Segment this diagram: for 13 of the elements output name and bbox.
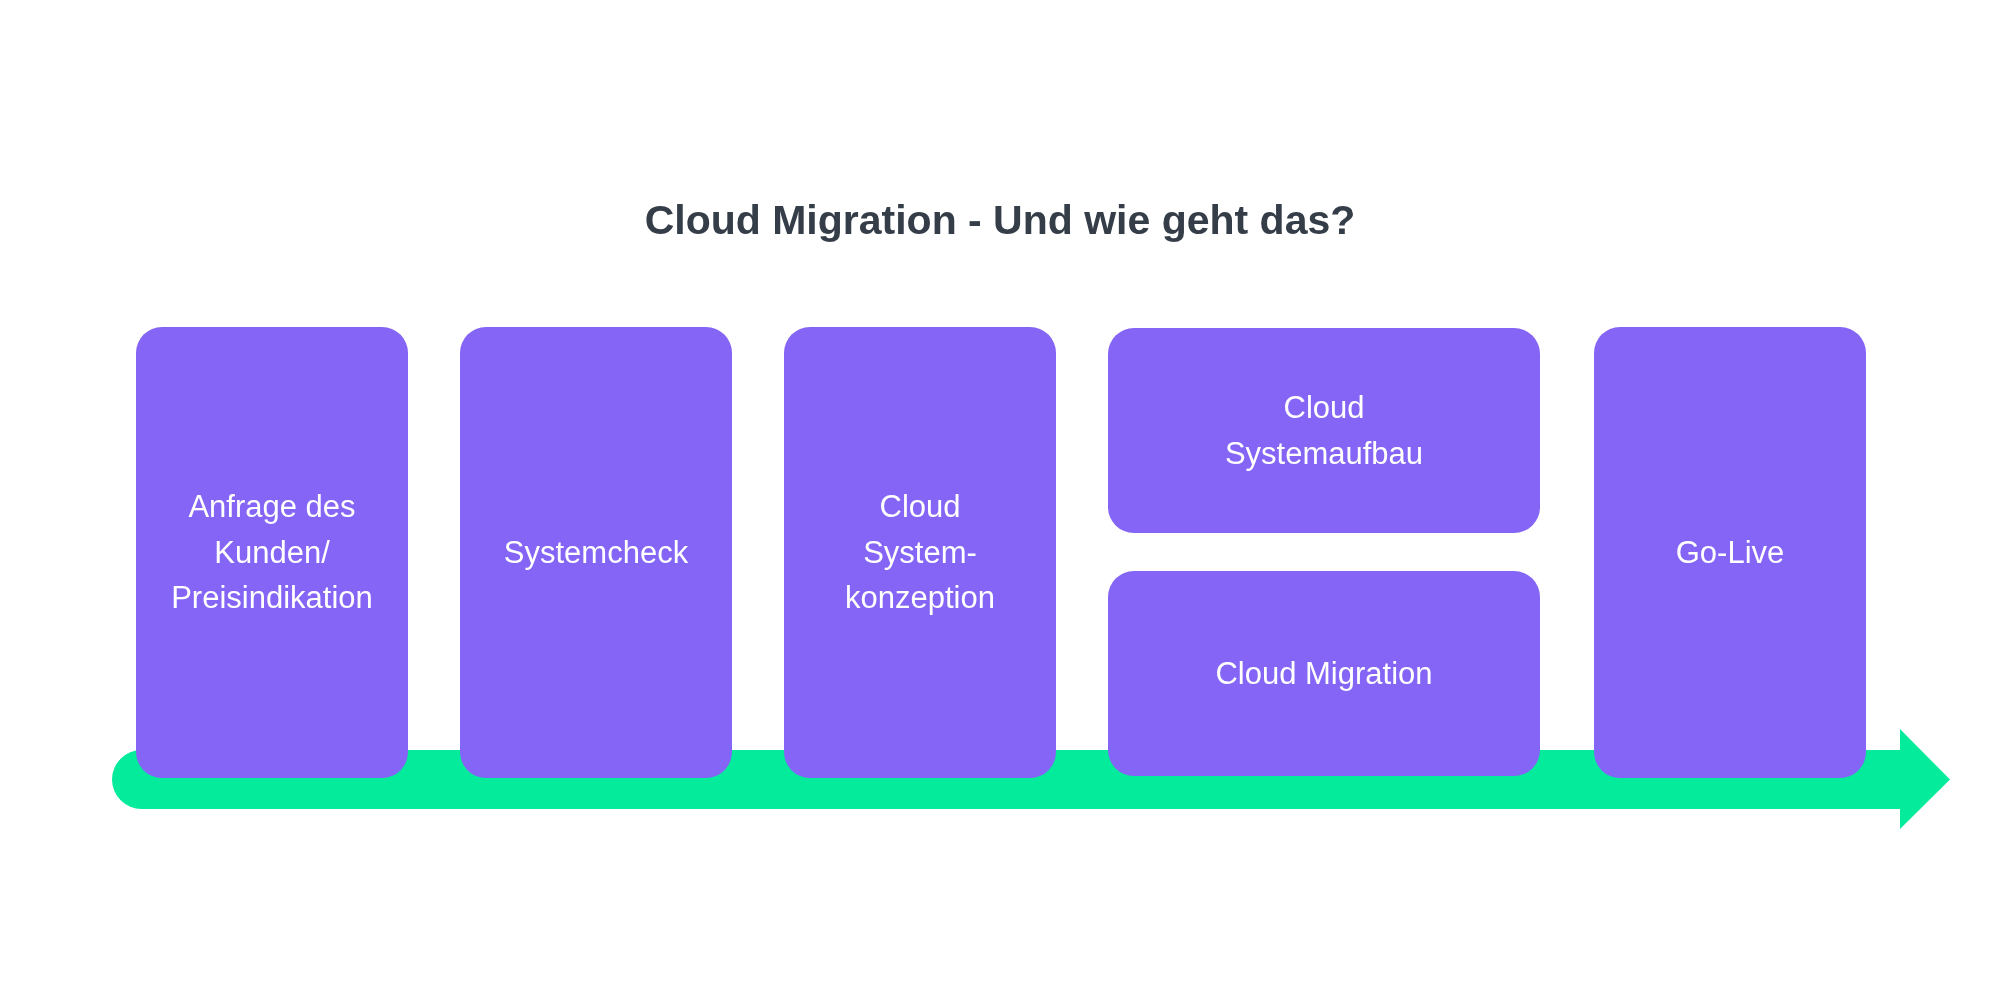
step-label: Cloud System- konzeption [844,487,996,618]
step-label: Go-Live [1675,533,1785,572]
process-box [784,327,1056,778]
step-label: Anfrage des Kunden/ Preisindikation [170,487,374,618]
process-box [460,327,732,778]
process-box [1108,571,1540,776]
step-label: Cloud Systemaufbau [1223,388,1425,473]
process-box [1594,327,1866,778]
diagram-title: Cloud Migration - Und wie geht das? [644,197,1356,243]
process-box [1108,328,1540,533]
process-box [136,327,408,778]
step-label: Systemcheck [503,533,689,572]
step-label: Cloud Migration [1215,654,1433,693]
